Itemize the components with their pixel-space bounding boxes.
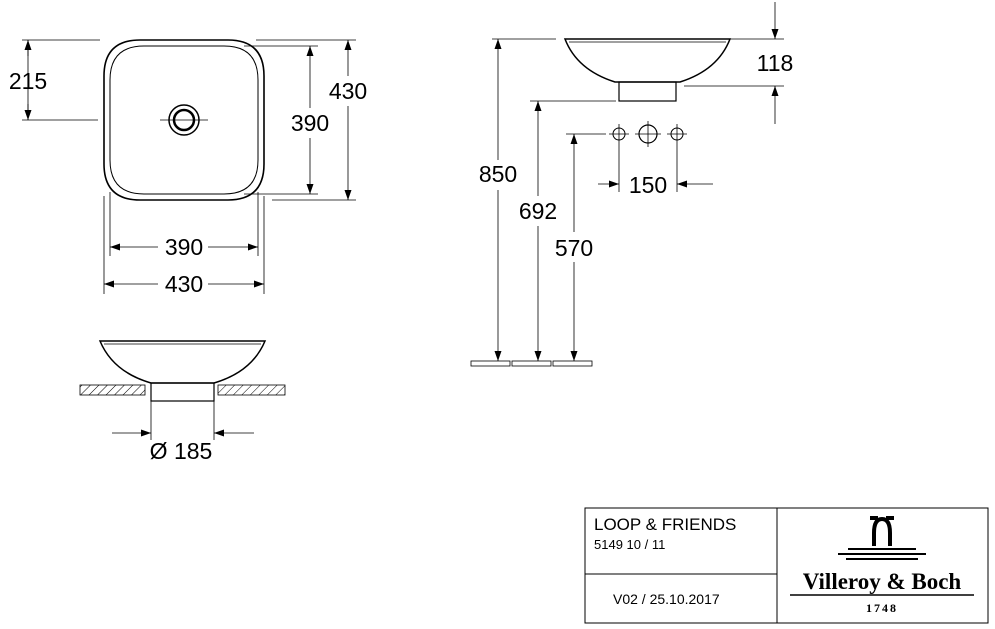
dim-label-118: 118 — [757, 50, 794, 76]
dim-tap-height: 570 — [555, 133, 606, 361]
dim-drain-offset: 215 — [9, 39, 100, 121]
dim-rim-height: 850 — [479, 38, 556, 361]
dim-label-850: 850 — [479, 161, 517, 187]
floor-marker-3 — [552, 360, 593, 367]
brand-year: 1748 — [866, 601, 898, 615]
basin-inner-outline — [109, 45, 259, 195]
dim-label-390-vertical: 390 — [291, 110, 329, 136]
countertop-left-hatch — [79, 384, 146, 396]
side-view: 150 118 850 692 570 — [470, 2, 793, 367]
brand-name: Villeroy & Boch — [803, 569, 962, 594]
dim-inner-height: 390 — [244, 45, 329, 195]
dim-label-430-horizontal: 430 — [165, 271, 203, 297]
article-number: 5149 10 / 11 — [594, 537, 665, 552]
dim-bowl-depth: 118 — [684, 2, 793, 124]
tap-holes — [609, 121, 687, 147]
dim-label-215: 215 — [9, 68, 47, 94]
version-date: V02 / 25.10.2017 — [613, 591, 720, 607]
faucet-logo-icon — [872, 516, 892, 546]
dim-label-150: 150 — [629, 172, 667, 198]
dim-label-430-vertical: 430 — [329, 78, 367, 104]
dim-base-height: 692 — [519, 100, 616, 361]
dim-tap-spacing: 150 — [598, 144, 713, 198]
dim-label-692: 692 — [519, 198, 557, 224]
side-drain-base — [618, 81, 677, 102]
front-bowl-outline — [98, 340, 267, 384]
title-block: LOOP & FRIENDS 5149 10 / 11 V02 / 25.10.… — [584, 507, 989, 624]
front-view: Ø 185 — [79, 340, 286, 464]
dim-outer-height: 430 — [256, 39, 367, 201]
product-name: LOOP & FRIENDS — [594, 515, 736, 534]
dim-label-570: 570 — [555, 235, 593, 261]
dim-inner-width: 390 — [109, 192, 259, 260]
dim-outer-width: 430 — [103, 196, 265, 297]
floor-marker-1 — [470, 360, 511, 367]
dim-label-390-horizontal: 390 — [165, 234, 203, 260]
floor-marker-2 — [511, 360, 552, 367]
basin-outer-outline — [103, 39, 265, 201]
front-drain-base — [150, 382, 215, 402]
countertop-right-hatch — [217, 384, 286, 396]
title-block-frame — [584, 507, 989, 624]
side-bowl-outline — [563, 38, 732, 83]
dim-drain-diameter: Ø 185 — [112, 401, 254, 464]
dim-label-diameter: Ø 185 — [150, 438, 213, 464]
brand-logo: Villeroy & Boch 1748 — [790, 516, 974, 615]
top-view: 215 390 430 390 — [9, 39, 367, 297]
